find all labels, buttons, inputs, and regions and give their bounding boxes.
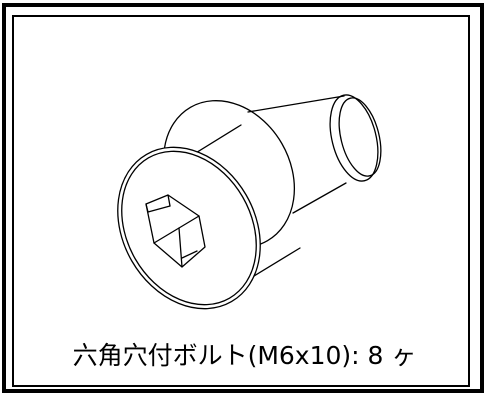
- bolt-head: [117, 100, 301, 310]
- part-quantity: 8: [367, 341, 384, 370]
- part-name: 六角穴付ボルト(M6x10): [72, 341, 352, 370]
- bolt-shank: [247, 94, 382, 214]
- quantity-unit: ヶ: [391, 341, 417, 370]
- outer-frame: [2, 3, 484, 393]
- part-caption: 六角穴付ボルト(M6x10): 8 ヶ: [0, 340, 489, 372]
- hex-socket-bolt-illustration: [117, 94, 382, 310]
- hex-socket: [145, 194, 206, 268]
- inner-frame: [12, 15, 470, 387]
- separator: :: [351, 341, 360, 370]
